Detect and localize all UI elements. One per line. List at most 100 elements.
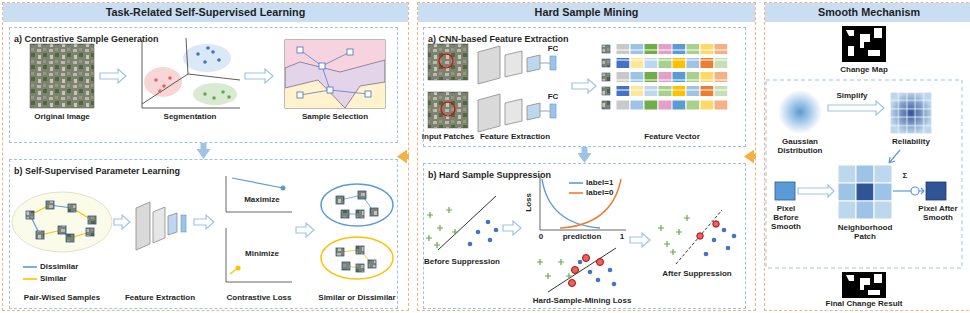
panel-title: Smooth Mechanism: [765, 3, 970, 22]
patch-marker: [439, 54, 453, 68]
flow-arrow: [296, 223, 314, 237]
neighborhood-grid: [838, 165, 892, 219]
sample-squares: [26, 201, 96, 242]
layer-link: [540, 111, 550, 112]
sum-link: [893, 190, 911, 191]
legend-line: [23, 266, 37, 268]
cnn-layer: [478, 46, 500, 84]
legend-entry: Similar: [22, 275, 68, 283]
legend-text: label=1: [586, 179, 613, 187]
before-suppression-figure: [426, 196, 498, 250]
step-title: a) Contrastive Sample Generation: [10, 32, 163, 46]
cluster-blob: [193, 83, 237, 105]
legend-text: label=0: [586, 189, 613, 197]
figure-label: Simplify: [832, 92, 872, 101]
input-patches-figure: [428, 44, 468, 128]
cnn-figure: [478, 46, 556, 132]
feature-row: [616, 58, 728, 68]
cluster-dots: [154, 76, 172, 93]
hard-sample-figure: [537, 248, 616, 292]
cnn-layer: [505, 51, 522, 77]
positive-samples: [704, 228, 737, 257]
negative-samples: [658, 215, 690, 255]
change-region: [846, 28, 882, 56]
legend-text: Dissimilar: [40, 263, 78, 271]
satellite-image: [30, 44, 94, 108]
patch-image: [428, 92, 468, 128]
loss-curve: [560, 179, 621, 228]
negative-samples: [537, 259, 572, 279]
flow-arrow: [245, 69, 273, 83]
similar-dissimilar-figure: [321, 184, 393, 279]
step-title: a) CNN-based Feature Extraction: [424, 32, 573, 46]
segmentation-figure: [142, 38, 240, 108]
figure-label: prediction: [557, 233, 607, 242]
pair-samples-figure: [12, 192, 112, 252]
sum-node: [911, 187, 919, 195]
figure-label: Original Image: [22, 113, 102, 122]
stage-panel: Smooth Mechanism: [764, 2, 970, 311]
dissimilar-pair-line: [30, 205, 72, 238]
map-region: [285, 40, 385, 72]
cnn-layer: [505, 99, 522, 125]
figure-label: After Suppression: [652, 270, 742, 279]
flow-arrow: [889, 150, 900, 163]
legend-sample: [23, 276, 37, 282]
map-region: [285, 80, 345, 108]
figure-label: Pixel Before Smooth: [763, 205, 809, 231]
figure-label: Sample Selection: [290, 113, 380, 122]
feature-row: [616, 100, 728, 110]
axis-line: [540, 176, 626, 230]
grid-lines: [890, 92, 932, 134]
legend-sample: [23, 264, 37, 270]
legend-entry: label=1: [568, 179, 614, 187]
gaussian-blob: [778, 90, 822, 134]
panel-title: Hard Sample Mining: [418, 3, 755, 22]
axis-line: [226, 228, 292, 282]
change-map-image: [842, 26, 886, 62]
pixel-square: [926, 182, 946, 200]
distance-dot: [236, 266, 241, 271]
step-title: b) Hard Sample Suppression: [424, 168, 555, 182]
figure-label: Hard-Sample-Mining Loss: [522, 297, 642, 306]
positive-samples: [468, 220, 499, 247]
negative-samples: [426, 207, 458, 248]
similar-group: [321, 237, 393, 279]
fc-layer: [550, 56, 556, 70]
flow-arrow: [572, 79, 596, 93]
change-region: [846, 274, 882, 295]
figure-label: Σ: [899, 172, 911, 181]
flow-connector: [201, 143, 207, 149]
cnn-layer: [168, 213, 177, 235]
figure-label: 0: [536, 233, 546, 242]
axis-line: [142, 40, 240, 108]
feature-vector-figure: [602, 44, 728, 110]
step-box: a) CNN-based Feature Extraction: [423, 27, 746, 147]
sample-squares: [297, 47, 371, 98]
step-box: a) Contrastive Sample Generation: [9, 27, 398, 143]
cluster-blob: [183, 44, 231, 72]
legend-text: Similar: [40, 275, 67, 283]
fc-layer: [181, 215, 186, 232]
axis-line: [226, 176, 292, 212]
figure-label: Similar or Dissimilar: [307, 294, 407, 303]
layer-link: [540, 63, 550, 64]
patch-image: [428, 44, 468, 80]
sample-icons: [602, 45, 610, 109]
flow-arrow: [919, 188, 924, 194]
loss-plot: [540, 176, 626, 230]
figure-label: Minimize: [234, 250, 290, 259]
flow-arrow: [503, 221, 521, 235]
hard-samples: [697, 221, 719, 239]
binary-map: [842, 272, 886, 298]
process-frame: [766, 80, 962, 268]
fc-layer: [550, 104, 556, 118]
cnn-figure: [136, 202, 186, 250]
figure-label: Feature Extraction: [470, 133, 560, 142]
map-region: [285, 40, 385, 108]
legend-line: [569, 182, 583, 184]
